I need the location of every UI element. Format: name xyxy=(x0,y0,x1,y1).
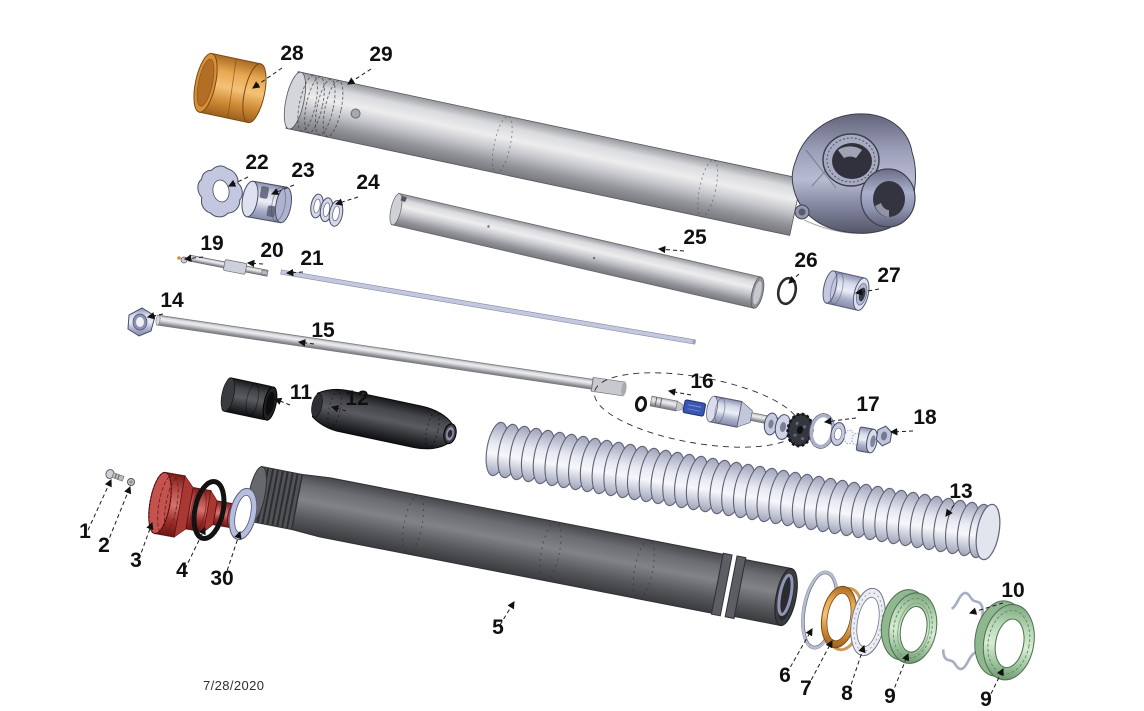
callout-13: 13 xyxy=(949,480,972,503)
leader-line-2 xyxy=(106,485,132,545)
callout-20: 20 xyxy=(260,239,283,262)
leader-line-28 xyxy=(252,67,283,89)
spring-end-coil xyxy=(975,503,1001,561)
leader-line-1 xyxy=(87,478,112,531)
callout-18: 18 xyxy=(913,406,937,429)
part-screw-washer xyxy=(127,478,135,486)
callout-16: 16 xyxy=(690,370,713,393)
part-bleed-screw xyxy=(105,469,125,482)
callout-26: 26 xyxy=(794,249,817,272)
leader-line-26 xyxy=(788,273,800,284)
part-stack-nut xyxy=(875,425,893,447)
callout-24: 24 xyxy=(356,171,380,194)
leader-line-23 xyxy=(270,184,295,196)
callout-17: 17 xyxy=(856,393,879,416)
leader-line-14 xyxy=(146,312,164,320)
leader-line-18 xyxy=(889,427,914,436)
leader-line-16 xyxy=(667,388,692,396)
callout-19: 19 xyxy=(200,232,223,255)
part-spring-seat-ring xyxy=(228,487,258,541)
callout-9: 9 xyxy=(884,685,896,708)
callout-8: 8 xyxy=(841,682,853,705)
leader-line-17 xyxy=(823,417,857,425)
part-bump-rubber xyxy=(220,377,278,421)
leader-line-13 xyxy=(945,504,955,517)
callout-7: 7 xyxy=(800,677,812,700)
part-cartridge-tube xyxy=(389,192,765,309)
callout-14: 14 xyxy=(160,289,184,312)
leader-line-29 xyxy=(347,68,372,85)
part-scalloped-washer xyxy=(197,165,243,218)
leader-line-12 xyxy=(330,405,347,413)
leader-line-22 xyxy=(227,176,249,187)
part-valve-stack-detail xyxy=(634,395,779,428)
callout-12: 12 xyxy=(345,387,368,410)
part-push-rod xyxy=(280,269,696,345)
part-valve-body xyxy=(241,180,293,224)
leader-line-27 xyxy=(854,288,880,296)
date-label: 7/28/2020 xyxy=(203,678,264,693)
callout-25: 25 xyxy=(683,226,707,249)
callout-labels: 28 29 22 23 24 25 26 27 19 20 21 14 15 1… xyxy=(79,42,1025,711)
leader-line-4 xyxy=(184,526,206,570)
leader-line-15 xyxy=(297,339,315,347)
part-upper-bushing-orange xyxy=(193,52,267,124)
callout-28: 28 xyxy=(280,42,304,65)
leader-line-21 xyxy=(285,268,304,277)
part-fork-lug-casting xyxy=(791,113,916,234)
part-rubber-sleeve xyxy=(311,388,457,450)
leader-line-8 xyxy=(848,644,866,692)
part-oil-seal-green xyxy=(880,589,938,664)
callout-23: 23 xyxy=(291,159,314,182)
callout-10: 10 xyxy=(1001,579,1024,602)
callout-21: 21 xyxy=(300,247,324,270)
part-damper-rod xyxy=(155,314,627,397)
leader-line-30 xyxy=(224,530,242,578)
callout-1: 1 xyxy=(79,520,91,543)
leader-line-20 xyxy=(246,259,264,268)
callout-27: 27 xyxy=(877,264,900,287)
part-blue-valve-sleeve xyxy=(682,399,707,417)
callout-6: 6 xyxy=(779,664,791,687)
callout-3: 3 xyxy=(130,549,142,572)
leader-line-24 xyxy=(334,196,359,206)
leader-line-7 xyxy=(807,640,833,687)
callout-2: 2 xyxy=(98,534,110,557)
part-washer-set xyxy=(310,193,344,227)
part-dust-seal-green xyxy=(974,600,1035,681)
leader-lines xyxy=(87,67,1004,701)
leader-line-3 xyxy=(138,521,154,560)
leader-line-9b xyxy=(987,667,1004,701)
tube-vent-hole xyxy=(350,108,361,119)
callout-4: 4 xyxy=(176,559,188,582)
casting-upper-bezel xyxy=(822,133,880,187)
leader-line-11 xyxy=(273,397,291,406)
callout-15: 15 xyxy=(311,319,335,342)
part-shim-stack xyxy=(763,412,893,454)
callout-22: 22 xyxy=(245,151,268,174)
callout-5: 5 xyxy=(492,616,504,639)
part-lower-slider-leg xyxy=(246,465,798,627)
leader-line-10 xyxy=(968,602,1004,615)
leader-line-6 xyxy=(786,628,813,674)
leader-line-9 xyxy=(891,652,910,695)
callout-11: 11 xyxy=(290,381,313,404)
callout-29: 29 xyxy=(369,43,392,66)
part-adjuster-o-ring xyxy=(191,478,227,542)
leader-line-19 xyxy=(183,254,204,263)
callout-30: 30 xyxy=(210,567,233,590)
part-upper-fork-tube xyxy=(283,71,803,236)
casting-axle-boss xyxy=(860,168,916,228)
callout-9-second: 9 xyxy=(980,688,992,711)
leader-line-5 xyxy=(499,601,515,626)
part-rebound-rod xyxy=(188,254,269,277)
